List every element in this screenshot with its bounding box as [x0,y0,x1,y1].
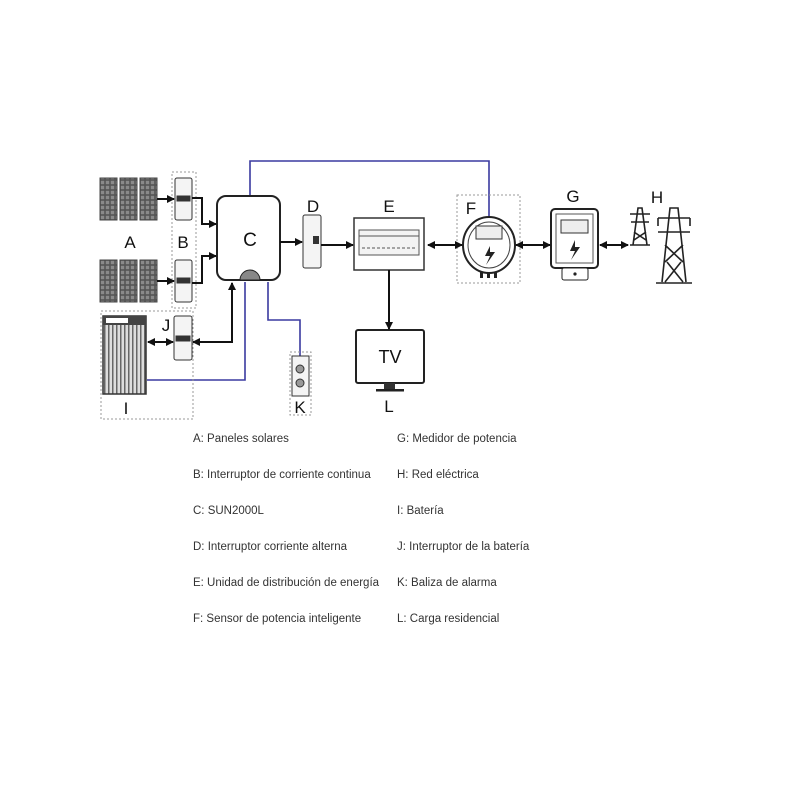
legend-item-c: C: SUN2000L [193,505,264,517]
power-meter-icon [550,208,599,281]
solar-panels-icon [99,177,158,303]
label-a: A [124,233,136,252]
battery-switch-icon [173,315,193,361]
label-d: D [307,197,319,216]
battery-group [100,310,194,420]
legend-item-b: B: Interruptor de corriente continua [193,469,371,481]
smart-power-sensor-icon [462,216,516,278]
legend-item-j: J: Interruptor de la batería [397,541,530,553]
label-l: L [384,397,393,416]
label-b: B [177,233,188,252]
distribution-unit-icon [353,217,425,271]
power-flow-arrows [147,195,629,346]
label-k: K [294,398,306,417]
communication-lines [147,160,490,381]
legend-item-f: F: Sensor de potencia inteligente [193,613,362,625]
label-e: E [383,197,394,216]
label-c: C [243,230,257,251]
legend-item-a: A: Paneles solares [193,433,289,445]
legend-item-d: D: Interruptor corriente alterna [193,541,348,553]
legend-item-k: K: Baliza de alarma [397,577,497,589]
label-i: I [124,399,129,418]
legend-item-l: L: Carga residencial [397,613,500,625]
tv-label: TV [378,347,401,367]
legend-item-h: H: Red eléctrica [397,469,479,481]
smart-sensor-group [456,194,521,284]
label-j: J [162,316,171,335]
label-h: H [651,188,663,207]
alarm-group [289,351,312,416]
legend-item-g: G: Medidor de potencia [397,433,517,445]
ac-switch-icon [302,214,322,269]
label-g: G [566,187,579,206]
dc-switch-group [171,171,197,309]
legend-item-e: E: Unidad de distribución de energía [193,577,380,589]
alarm-beacon-icon [291,355,310,397]
power-grid-tower-icon [630,207,692,284]
inverter-port-icon [239,269,261,281]
battery-icon [102,315,147,395]
dc-switch-icon [174,177,193,303]
tv-icon [355,329,425,392]
legend-item-i: I: Batería [397,505,444,517]
label-f: F [466,199,476,218]
